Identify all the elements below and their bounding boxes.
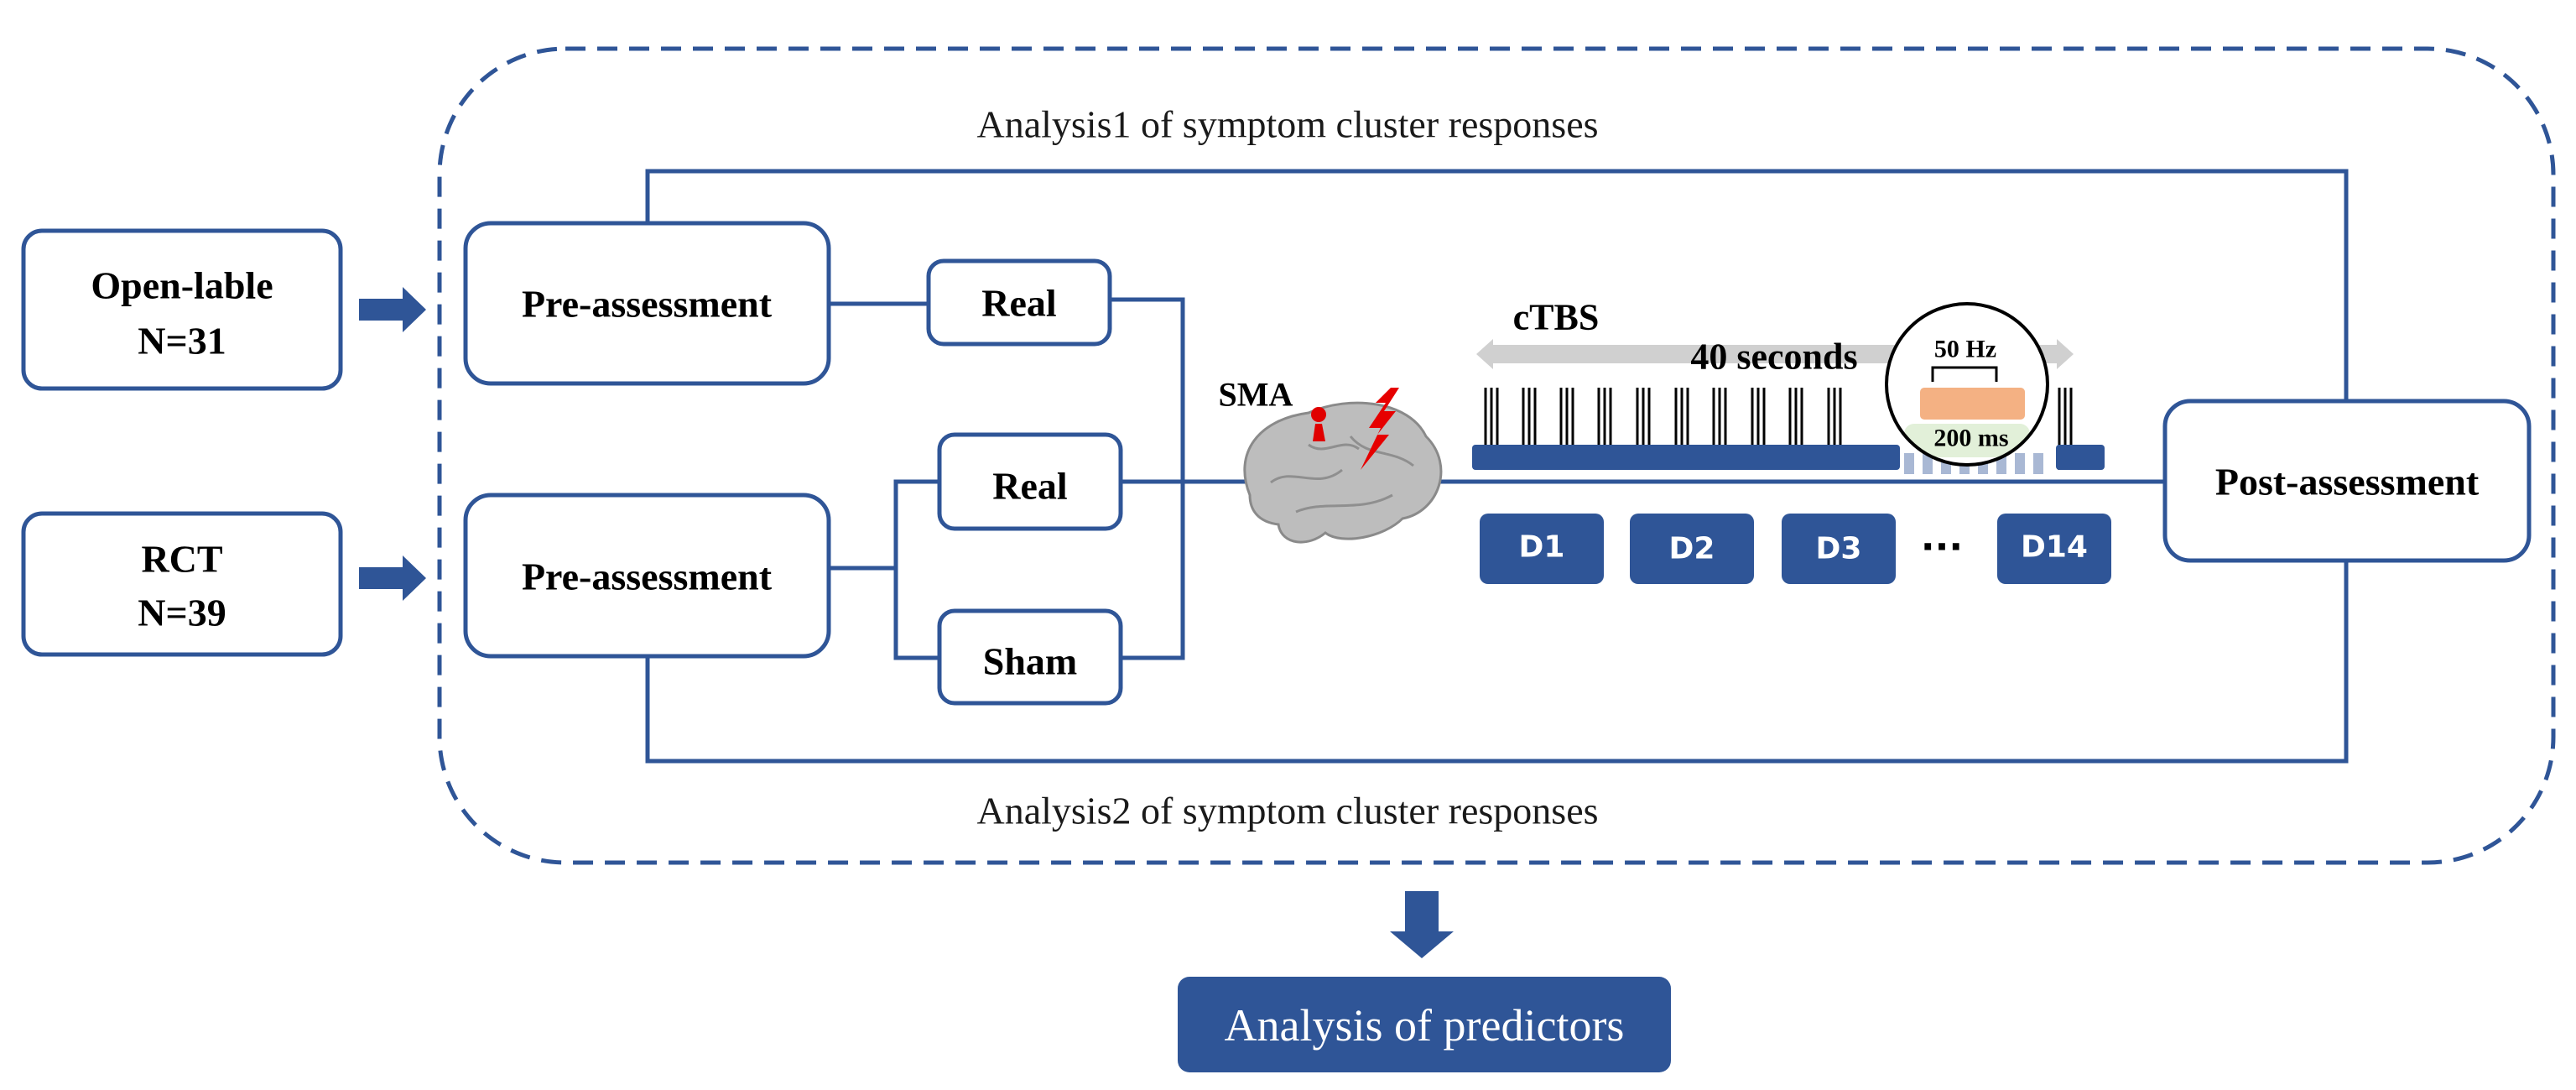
real-label-2: Real [992,465,1067,508]
analysis1-label: Analysis1 of symptom cluster responses [976,103,1598,146]
open-label-group: Open-lable N=31 [21,228,343,391]
bottom-analysis-line [645,562,2349,764]
day-d3: D3 [1782,514,1896,584]
pre-assessment-box-1 [463,221,831,386]
sham-label: Sham [983,640,1077,683]
arrow-right-icon [359,287,426,332]
real1-out-line [1110,297,1185,482]
real-box-2 [937,432,1123,531]
sham-out-line [1121,482,1185,660]
post-assessment-box [2162,399,2532,563]
target-marker-icon [1311,407,1326,441]
rct-title: RCT [141,538,222,581]
arrow-right-icon [359,555,426,601]
frequency-label: 50 Hz [1934,336,1996,363]
open-label-n: N=31 [138,320,226,362]
svg-text:D1: D1 [1519,530,1565,565]
day-d2: D2 [1630,514,1754,584]
real-box-1 [926,258,1112,347]
analysis2-label: Analysis2 of symptom cluster responses [976,790,1598,832]
theta-burst-zoom: 50 Hz 200 ms [1885,302,2049,467]
days-ellipsis: ··· [1921,526,1963,569]
sham-box [937,608,1123,706]
rct-group: RCT N=39 [21,511,343,657]
ctbs-label: cTBS [1513,297,1600,338]
brain-icon [1243,401,1443,544]
svg-text:D14: D14 [2021,530,2088,565]
svg-text:D2: D2 [1669,532,1715,566]
pre-assessment-box-2 [463,493,831,659]
predictors-box [1178,977,1671,1072]
interval-label: 200 ms [1933,425,2008,452]
branch-line [893,479,939,660]
day-d1: D1 [1480,514,1604,584]
top-analysis-line [645,169,2349,401]
stimulation-baseline-bar-end [2056,445,2105,470]
rct-n: N=39 [138,592,226,634]
burst-bar [1920,388,2025,420]
post-assessment-label: Post-assessment [2215,461,2480,503]
duration-label: 40 seconds [1690,336,1857,378]
real-label-1: Real [981,282,1056,325]
svg-text:D3: D3 [1816,532,1862,566]
predictors-label: Analysis of predictors [1225,1000,1625,1051]
connector-lines [645,169,2349,764]
day-d14: D14 [1997,514,2111,584]
pre-assessment-label-2: Pre-assessment [522,555,773,598]
sma-label: SMA [1219,376,1293,414]
frequency-bracket [1931,366,1998,382]
arrow-down-icon [1390,891,1454,958]
analysis-frame-dashed [437,46,2556,865]
rct-box [21,511,343,657]
open-label-title: Open-lable [91,264,273,307]
stimulation-baseline-bar [1472,445,1900,470]
open-label-box [21,228,343,391]
pre-assessment-label-1: Pre-assessment [522,283,773,326]
